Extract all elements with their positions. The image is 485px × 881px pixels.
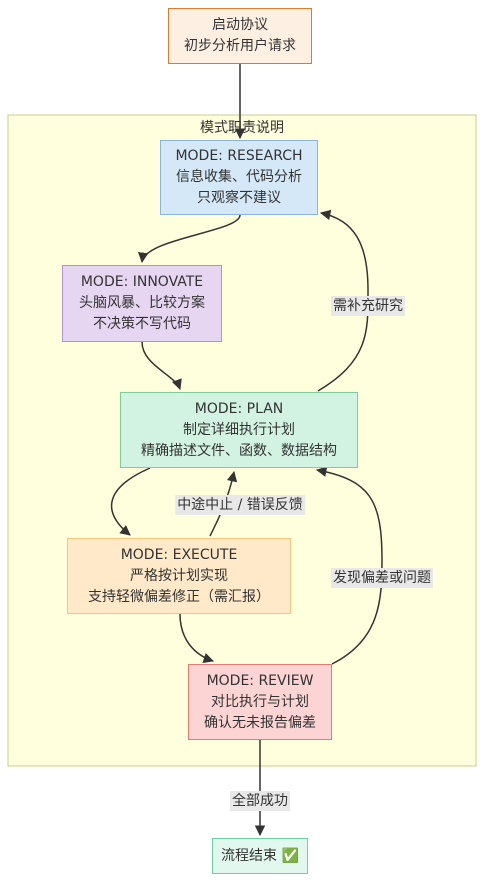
- edge-label-review-to-plan: 发现偏差或问题: [331, 568, 433, 588]
- node-research-line: MODE: RESEARCH: [175, 148, 303, 164]
- node-plan-line: 制定详细执行计划: [183, 421, 295, 438]
- node-research-line: 信息收集、代码分析: [176, 169, 302, 185]
- node-review-line: 确认无未报告偏差: [204, 714, 316, 731]
- edge-review-to-plan: [315, 466, 383, 665]
- node-execute-line: MODE: EXECUTE: [120, 546, 238, 563]
- node-innovate: MODE: INNOVATE 头脑风暴、比较方案不决策不写代码: [62, 265, 222, 342]
- edge-label-plan-to-research: 需补充研究: [331, 296, 405, 316]
- node-start: 启动协议初步分析用户请求: [168, 8, 312, 64]
- node-research-line: 只观察不建议: [197, 190, 281, 206]
- edge-plan-to-execute: [110, 467, 151, 536]
- edge-execute-to-review: [179, 613, 214, 663]
- node-execute-line: 严格按计划实现: [130, 567, 228, 584]
- node-plan-line: MODE: PLAN: [194, 400, 284, 417]
- node-execute-line: 支持轻微偏差修正（需汇报）: [88, 588, 270, 605]
- node-research: MODE: RESEARCH 信息收集、代码分析只观察不建议: [160, 140, 318, 215]
- edge-label-review-to-end: 全部成功: [230, 791, 290, 811]
- node-innovate-line: MODE: INNOVATE: [80, 274, 204, 290]
- node-plan-line: 精确描述文件、函数、数据结构: [141, 442, 337, 459]
- node-innovate-line: 头脑风暴、比较方案: [79, 295, 205, 311]
- node-end: 流程结束 ✅: [212, 838, 308, 874]
- node-start-line: 启动协议: [212, 17, 268, 33]
- edge-innovate-to-plan: [141, 341, 182, 390]
- node-review-line: MODE: REVIEW: [206, 672, 314, 689]
- edge-label-execute-to-plan: 中途中止 / 错误反馈: [175, 495, 305, 515]
- node-review-line: 对比执行与计划: [211, 693, 309, 710]
- node-end-line: 流程结束 ✅: [221, 847, 299, 864]
- node-review: MODE: REVIEW 对比执行与计划确认无未报告偏差: [188, 664, 332, 740]
- subgraph-title: 模式职责说明: [200, 120, 284, 136]
- edge-plan-to-research: [317, 209, 369, 392]
- node-plan: MODE: PLAN 制定详细执行计划精确描述文件、函数、数据结构: [120, 392, 358, 468]
- edge-research-to-innovate: [138, 214, 241, 264]
- node-innovate-line: 不决策不写代码: [93, 316, 191, 332]
- node-execute: MODE: EXECUTE 严格按计划实现支持轻微偏差修正（需汇报）: [67, 538, 291, 614]
- node-start-line: 初步分析用户请求: [184, 38, 296, 54]
